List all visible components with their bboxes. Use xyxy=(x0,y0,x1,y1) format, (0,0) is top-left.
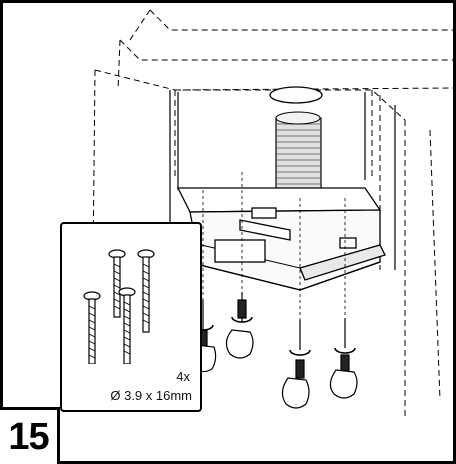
rotate-arrow-icon xyxy=(192,316,356,356)
screw-icon xyxy=(83,249,155,364)
step-number-box: 15 xyxy=(0,407,60,464)
hood-unit xyxy=(176,187,386,291)
flexible-duct xyxy=(275,111,322,201)
duct-opening xyxy=(269,86,323,104)
screw-guide-lines xyxy=(202,172,346,330)
screw-spec: Ø 3.9 x 16mm xyxy=(110,388,192,403)
screw-callout: 4x Ø 3.9 x 16mm xyxy=(60,222,202,412)
hand-icon xyxy=(190,329,358,409)
step-number: 15 xyxy=(8,415,49,458)
screwdriver-icon xyxy=(198,292,350,379)
screw-quantity: 4x xyxy=(176,369,190,384)
